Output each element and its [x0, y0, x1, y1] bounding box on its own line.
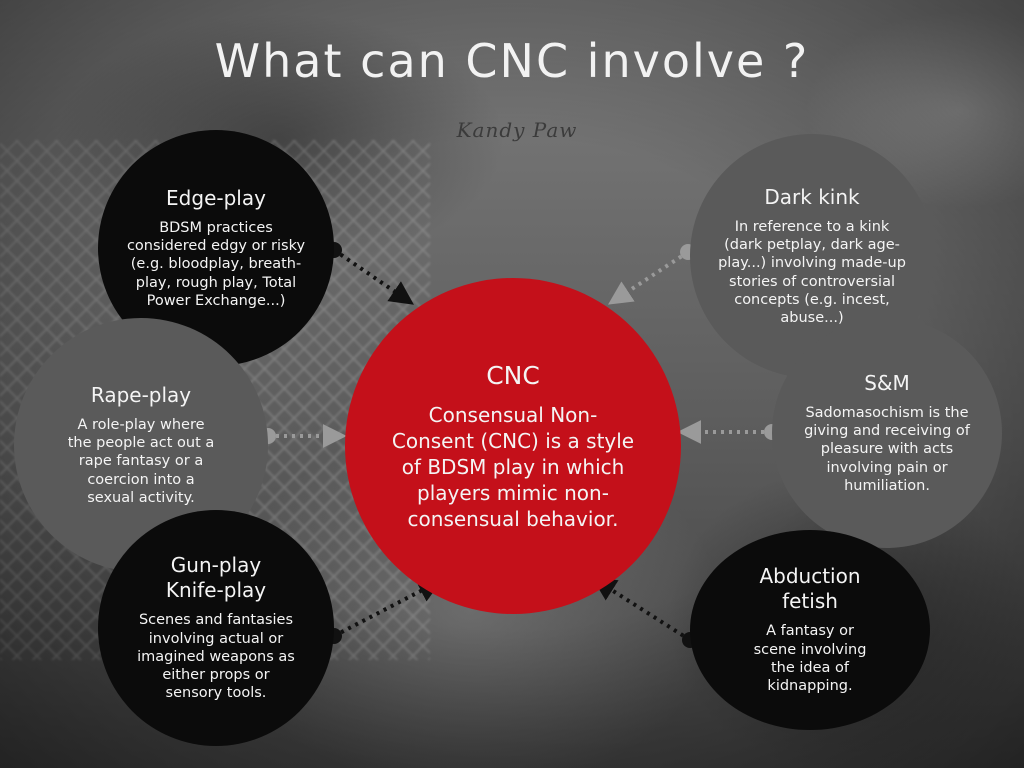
- node-gun-knife-play: Gun-play Knife-play Scenes and fantasies…: [98, 510, 334, 746]
- connector-edge-play: [326, 242, 414, 305]
- node-s-and-m-title: S&M: [864, 370, 910, 395]
- connector-gun-knife-play: [326, 579, 443, 644]
- node-dark-kink-title: Dark kink: [764, 184, 860, 209]
- node-dark-kink-body: In reference to a kink (dark petplay, da…: [718, 218, 906, 327]
- page-title: What can CNC involve ?: [214, 34, 810, 88]
- node-abduction-fetish-body: A fantasy or scene involving the idea of…: [753, 623, 867, 695]
- node-dark-kink: Dark kink In reference to a kink (dark p…: [690, 134, 934, 378]
- node-edge-play-body: BDSM practices considered edgy or risky …: [126, 219, 306, 309]
- node-rape-play-body: A role-play where the people act out a r…: [67, 416, 215, 506]
- node-rape-play-title: Rape-play: [90, 382, 192, 407]
- connector-s-and-m: [677, 420, 780, 444]
- center-node-title: CNC: [486, 361, 540, 391]
- node-edge-play-title: Edge-play: [166, 185, 266, 210]
- center-node-cnc: CNC Consensual Non- Consent (CNC) is a s…: [345, 278, 681, 614]
- node-abduction-fetish: Abduction fetish A fantasy or scene invo…: [690, 530, 930, 730]
- center-node-body: Consensual Non- Consent (CNC) is a style…: [391, 402, 635, 531]
- connector-dark-kink: [607, 244, 696, 305]
- connector-rape-play: [260, 424, 347, 448]
- node-abduction-fetish-title: Abduction fetish: [759, 564, 861, 614]
- node-s-and-m-body: Sadomasochism is the giving and receivin…: [804, 404, 970, 494]
- connector-abduction-fetish: [591, 577, 698, 648]
- node-gun-knife-play-body: Scenes and fantasies involving actual or…: [137, 612, 295, 702]
- node-s-and-m: S&M Sadomasochism is the giving and rece…: [772, 318, 1002, 548]
- node-gun-knife-play-title: Gun-play Knife-play: [165, 553, 267, 603]
- author-signature: Kandy Paw: [456, 118, 578, 142]
